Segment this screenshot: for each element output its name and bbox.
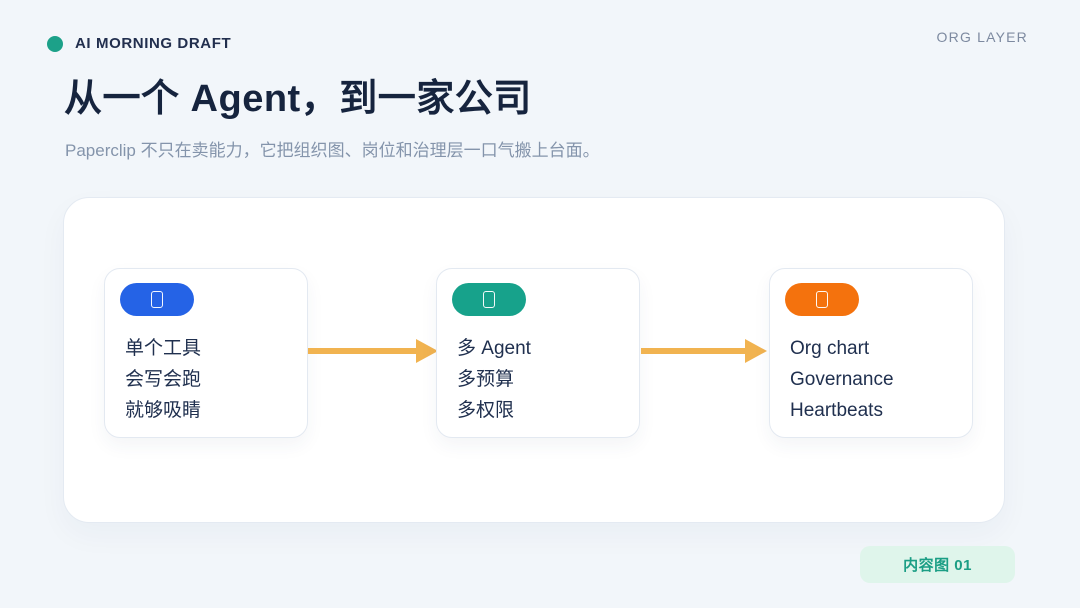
flow-card-multi-agent: 多 Agent 多预算 多权限 [436, 268, 640, 438]
card-text: 多 Agent 多预算 多权限 [457, 333, 531, 426]
card-line: 多 Agent [457, 338, 531, 359]
placeholder-box-icon [151, 291, 163, 308]
flow-card-org-layer: Org chart Governance Heartbeats [769, 268, 973, 438]
card-line: Org chart [790, 338, 870, 359]
card-badge [120, 283, 194, 316]
card-line: 多预算 [457, 369, 515, 390]
card-line: 会写会跑 [125, 369, 202, 390]
flow-card-single-tool: 单个工具 会写会跑 就够吸睛 [104, 268, 308, 438]
card-text: Org chart Governance Heartbeats [790, 333, 894, 426]
card-line: 就够吸睛 [125, 400, 202, 421]
brand-label: AI MORNING DRAFT [75, 35, 232, 52]
placeholder-box-icon [816, 291, 828, 308]
card-line: Heartbeats [790, 400, 883, 421]
card-line: Governance [790, 369, 894, 390]
placeholder-box-icon [483, 291, 495, 308]
card-badge [452, 283, 526, 316]
card-text: 单个工具 会写会跑 就够吸睛 [125, 333, 201, 426]
footer-badge-label: 内容图 01 [903, 557, 972, 574]
card-line: 单个工具 [125, 338, 202, 359]
page-subtitle: Paperclip 不只在卖能力，它把组织图、岗位和治理层一口气搬上台面。 [65, 141, 600, 160]
card-line: 多权限 [457, 400, 515, 421]
header-tag: ORG LAYER [936, 29, 1028, 45]
brand-dot-icon [47, 35, 63, 52]
flow-panel: 单个工具 会写会跑 就够吸睛 多 Agent 多预算 多权限 Org chart… [63, 197, 1005, 523]
footer-badge: 内容图 01 [860, 546, 1015, 583]
card-badge [785, 283, 859, 316]
arrow-right-icon [308, 339, 438, 363]
page-title: 从一个 Agent，到一家公司 [64, 78, 532, 120]
header-brand: AI MORNING DRAFT [47, 35, 231, 52]
arrow-right-icon [641, 339, 767, 363]
